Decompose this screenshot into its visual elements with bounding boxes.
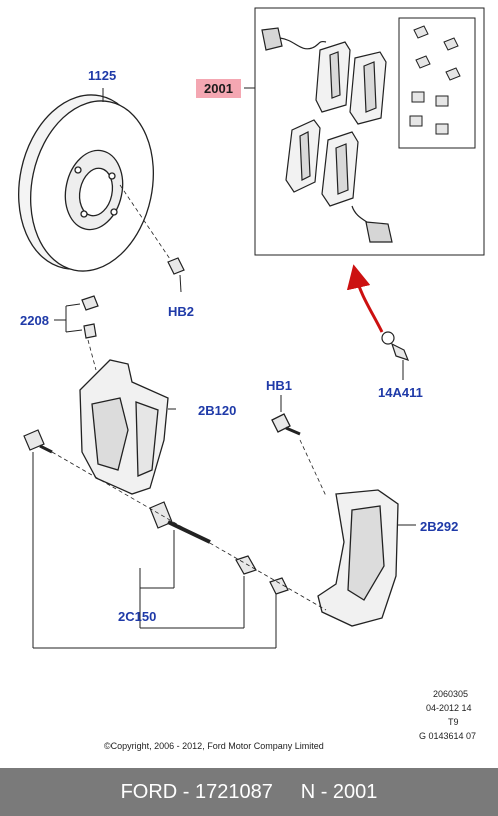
diagram-variant: T9 [448,717,459,727]
callout-bleed-kit: 2208 [20,313,49,328]
guide-pin-kit [23,429,327,649]
brake-disc [18,88,155,272]
copyright-text: ©Copyright, 2006 - 2012, Ford Motor Comp… [104,741,324,751]
footer-position: N - 2001 [300,780,378,803]
bolt-hb2 [119,184,185,293]
callout-pin-kit: 2C150 [118,609,157,624]
pad-clips [409,25,461,135]
wear-sensor [346,264,410,380]
part-footer: FORD - 1721087 N - 2001 [0,768,498,816]
pad-kit-frame [244,7,485,256]
diagram-date: 04-2012 14 [426,703,472,713]
footer-brand-part: FORD - 1721087 [120,780,273,803]
brake-caliper [79,359,176,495]
callout-anchor-bracket: 2B292 [420,519,459,534]
callout-disc: 1125 [88,68,117,83]
callout-caliper: 2B120 [198,403,237,418]
callout-bolt-hb1: HB1 [266,378,293,393]
callout-wear-sensor: 14A411 [378,385,423,400]
diagram-code: 2060305 [433,689,469,699]
callout-pad-kit: 2001 [196,79,241,98]
diagram-ref: G 0143614 07 [419,731,477,741]
anchor-bracket [271,395,416,627]
bleed-kit [54,295,99,371]
wear-sensor-wire [261,27,393,243]
footer-spacer [273,781,301,804]
brake-pads [285,41,387,207]
callout-bolt-hb2: HB2 [168,304,195,319]
exploded-brake-diagram [18,7,485,649]
